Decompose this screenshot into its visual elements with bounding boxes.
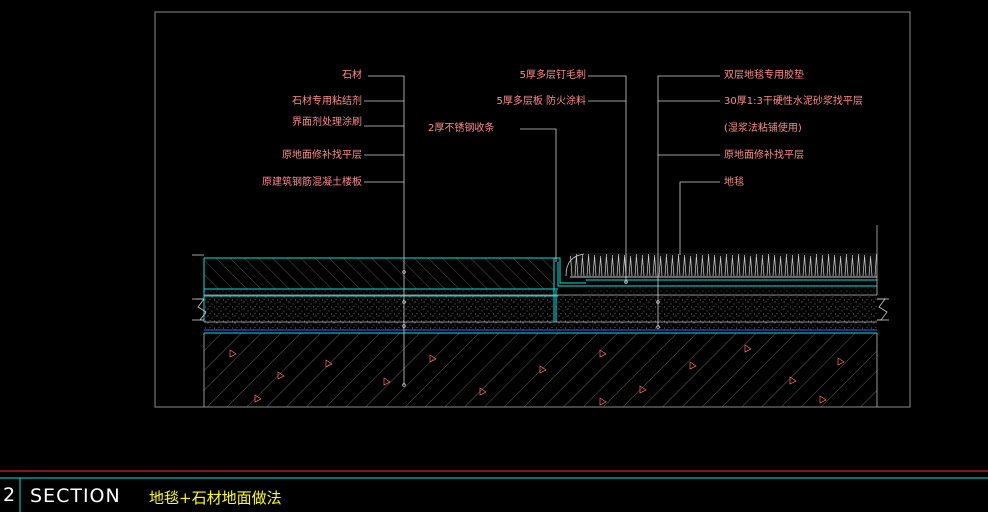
label-carpet-underlay: 双层地毯专用胶垫 bbox=[724, 70, 804, 81]
label-stone: 石材 bbox=[342, 70, 362, 81]
label-mortar-layer: 30厚1:3干硬性水泥砂浆找平层 bbox=[724, 96, 863, 107]
concrete-slab bbox=[203, 329, 878, 407]
label-concrete-slab: 原建筑钢筋混凝土楼板 bbox=[262, 177, 362, 188]
carpet-system bbox=[565, 225, 878, 295]
leveling-layer bbox=[204, 288, 877, 330]
stainless-trim bbox=[553, 257, 586, 322]
leader-lines bbox=[364, 75, 720, 385]
label-plywood-fireproof: 5厚多层板 防火涂料 bbox=[496, 96, 586, 107]
title-section: SECTION bbox=[30, 485, 121, 507]
stone-slab bbox=[203, 257, 558, 322]
label-leveling-right: 原地面修补找平层 bbox=[724, 150, 804, 161]
leader-dots bbox=[402, 270, 660, 387]
label-stainless-trim: 2厚不锈钢收条 bbox=[428, 123, 495, 134]
label-plywood-nail: 5厚多层钉毛刺 bbox=[519, 70, 586, 81]
label-wet-method: (湿浆法粘铺使用) bbox=[724, 123, 802, 134]
break-marks bbox=[192, 254, 889, 321]
label-stone-adhesive: 石材专用粘结剂 bbox=[292, 96, 362, 107]
title-subtitle: 地毯+石材地面做法 bbox=[149, 489, 282, 507]
label-interface-agent: 界面剂处理涂刷 bbox=[292, 117, 362, 128]
title-number: 2 bbox=[3, 484, 16, 506]
label-leveling-left: 原地面修补找平层 bbox=[282, 150, 362, 161]
label-carpet: 地毯 bbox=[724, 177, 744, 188]
